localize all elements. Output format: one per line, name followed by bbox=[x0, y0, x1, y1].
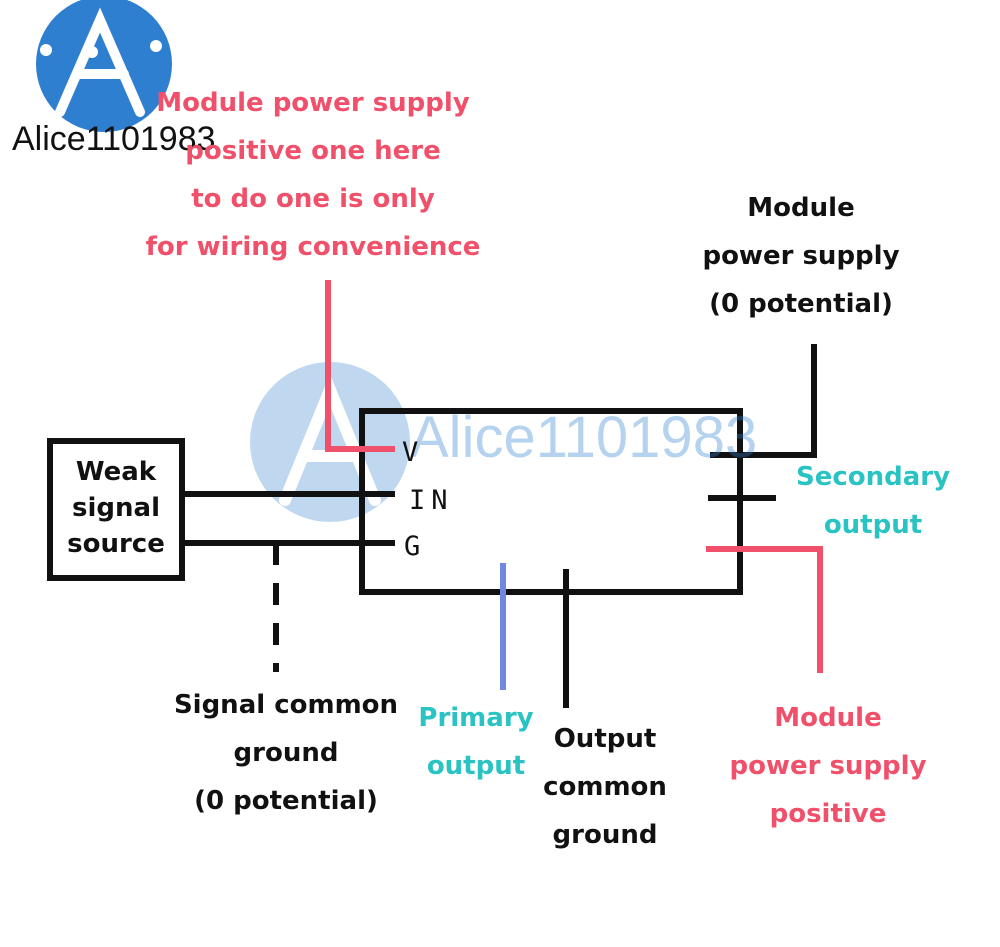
module-positive-wire bbox=[706, 546, 823, 673]
module-positive-label: Module power supply positive bbox=[729, 703, 927, 829]
pin-v-label: V bbox=[402, 437, 419, 468]
pin-g-label: G bbox=[404, 531, 421, 562]
logo-mark bbox=[36, 0, 172, 132]
pin-in-label: IN bbox=[409, 485, 454, 516]
source-box bbox=[47, 438, 185, 581]
watermark-text: Alice1101983 bbox=[410, 405, 758, 470]
signal-ground-label: Signal common ground (0 potential) bbox=[173, 690, 399, 816]
output-ground-label: Output common ground bbox=[543, 724, 667, 850]
primary-output-label: Primary output bbox=[418, 703, 534, 781]
module-ground-label: Module power supply (0 potential) bbox=[702, 193, 900, 319]
vplus-note-label: Module power supply positive one here to… bbox=[145, 88, 481, 262]
secondary-output-label: Secondary output bbox=[796, 462, 951, 540]
module-body bbox=[359, 408, 743, 595]
source-box-label: Weak signal source bbox=[67, 457, 165, 559]
logo-text: Alice1101983 bbox=[12, 120, 216, 158]
vplus-wire bbox=[325, 280, 395, 452]
module-ground-wire bbox=[710, 344, 817, 458]
